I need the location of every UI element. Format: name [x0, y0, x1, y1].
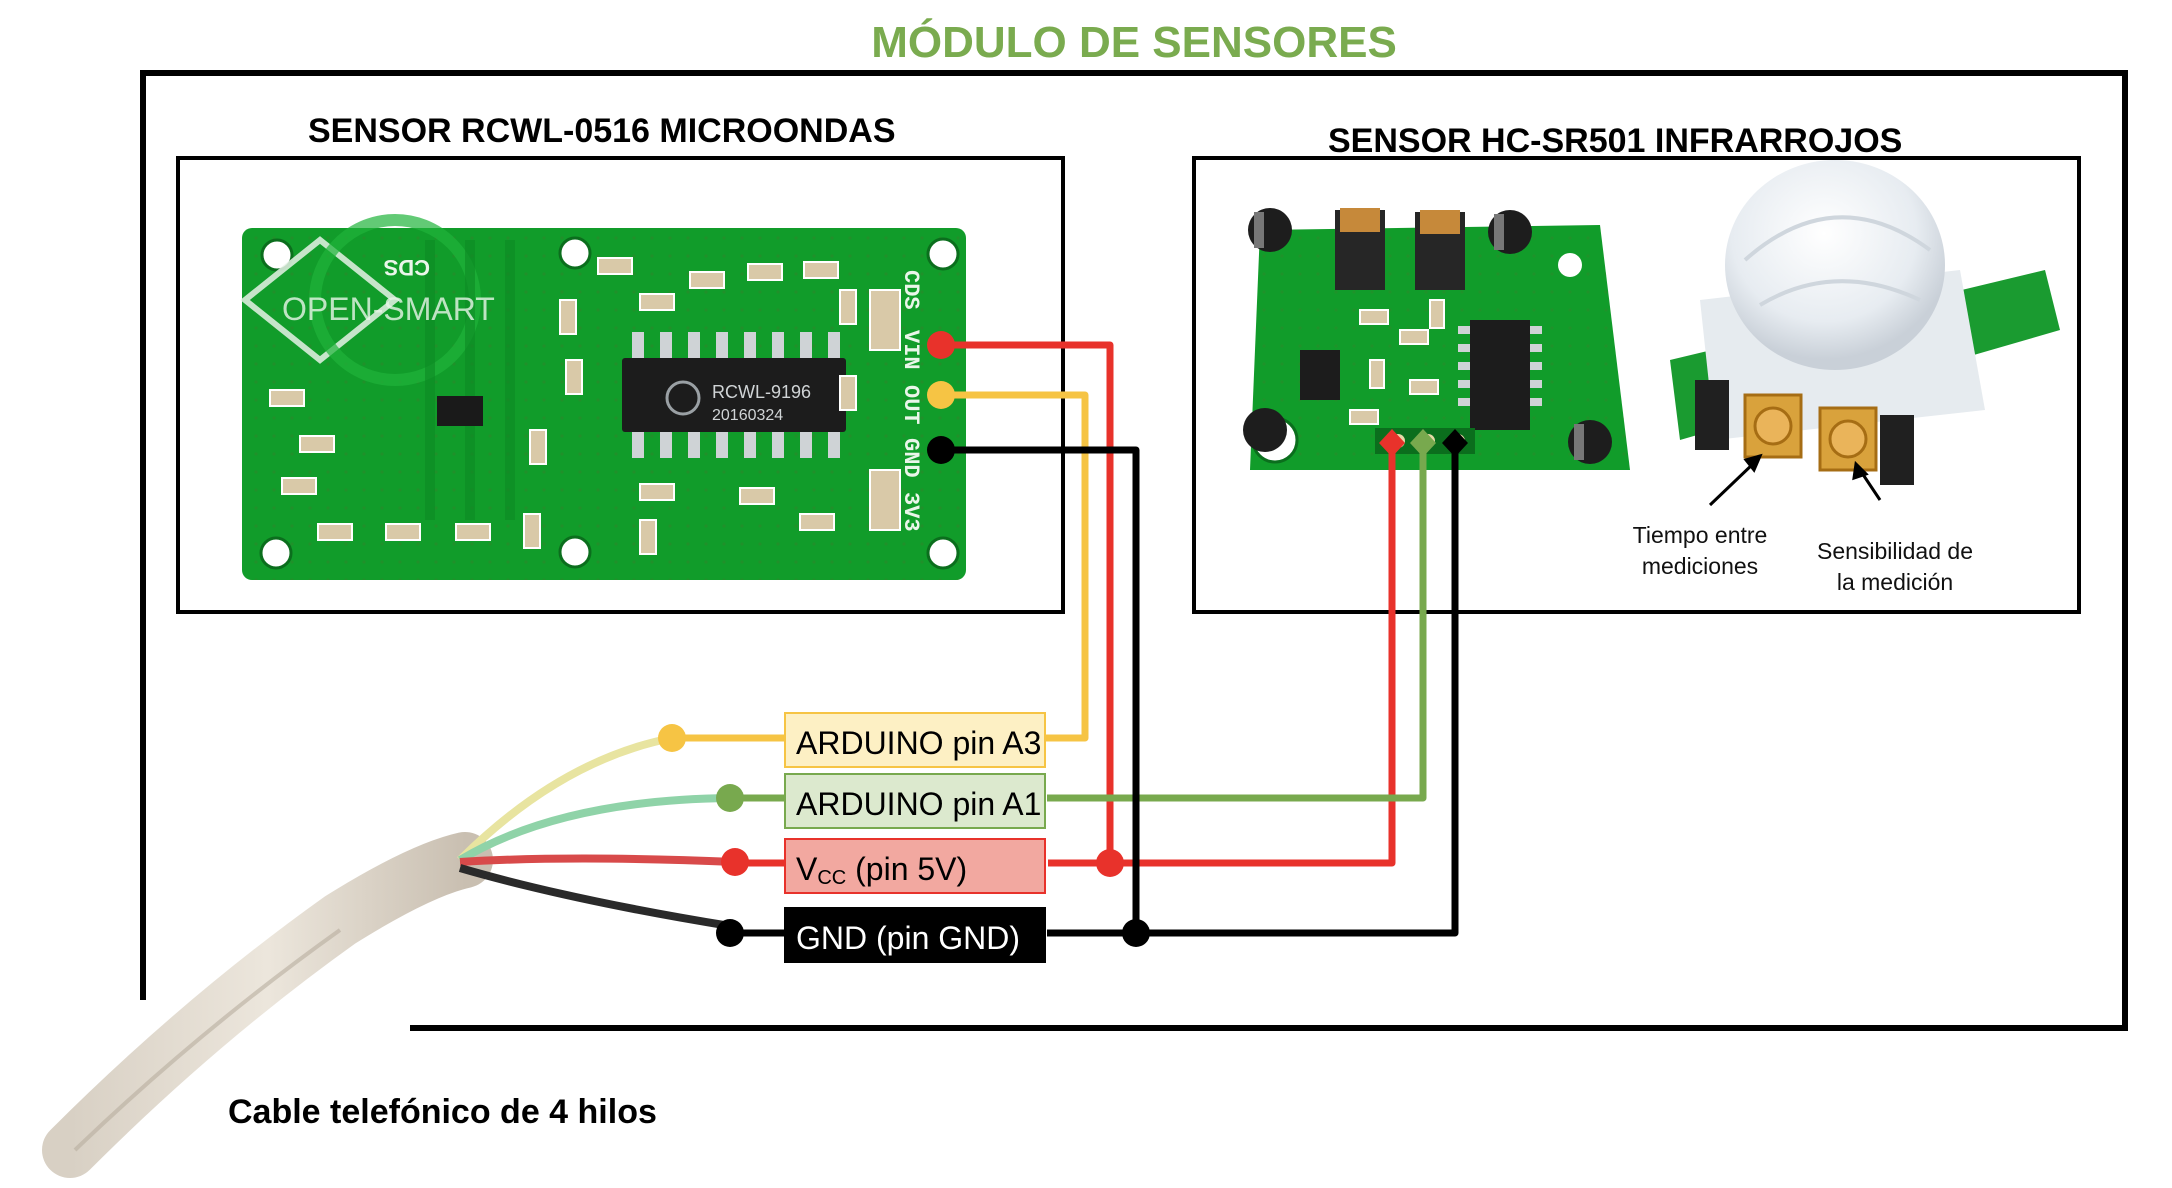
- label-vcc: VCC (pin 5V): [784, 838, 1046, 894]
- pin-label-gnd: GND: [898, 438, 923, 478]
- microwave-sensor-frame: [176, 156, 1065, 614]
- cable-dot-green: [716, 784, 744, 812]
- microwave-sensor-title: SENSOR RCWL-0516 MICROONDAS: [308, 112, 896, 150]
- hc-sr501-board-top: [1243, 208, 1630, 470]
- annotation-time: Tiempo entre mediciones: [1600, 520, 1800, 582]
- label-vcc-sub: CC: [817, 867, 847, 889]
- rcwl-0516-board: [240, 214, 966, 580]
- label-vcc-rest: (pin 5V): [846, 851, 968, 887]
- junction-vcc: [1096, 849, 1124, 877]
- cable-caption: Cable telefónico de 4 hilos: [228, 1093, 657, 1131]
- label-vcc-main: V: [796, 851, 818, 887]
- infrared-sensor-frame: [1192, 156, 2081, 614]
- pin-label-vin: VIN: [898, 330, 923, 370]
- cable-dot-yellow: [658, 724, 686, 752]
- wire-vcc: [941, 341, 1396, 867]
- pin-dot-vin: [927, 331, 955, 359]
- board-brand-text: OPEN-SMART: [282, 291, 495, 327]
- annotation-sens-line2: la medición: [1836, 569, 1954, 595]
- label-arduino-a1: ARDUINO pin A1: [784, 773, 1046, 829]
- pin-label-out: OUT: [898, 385, 923, 425]
- pin-diamond-out: [1410, 429, 1436, 457]
- board-cds-text: CDS: [384, 255, 430, 280]
- cable-dot-red: [721, 848, 749, 876]
- module-frame: [140, 70, 2128, 1031]
- infrared-sensor-title: SENSOR HC-SR501 INFRARROJOS: [1328, 122, 1903, 160]
- annotation-sens-line1: Sensibilidad de: [1816, 538, 1973, 564]
- wire-a3: [672, 391, 1089, 742]
- label-gnd: GND (pin GND): [784, 907, 1046, 963]
- annotation-arrows: [1708, 453, 1882, 507]
- pin-diamond-vcc: [1379, 429, 1405, 457]
- annotation-time-line2: mediciones: [1641, 553, 1759, 579]
- label-arduino-a3: ARDUINO pin A3: [784, 712, 1046, 768]
- pin-dot-out: [927, 381, 955, 409]
- hc-sr501-board-side: [1670, 160, 2060, 485]
- chip-date-text: 20160324: [712, 407, 783, 424]
- chip-label-text: RCWL-9196: [712, 382, 811, 402]
- annotation-sensitivity: Sensibilidad de la medición: [1790, 536, 2000, 598]
- pin-dot-gnd: [927, 436, 955, 464]
- pin-label-3v3: 3V3: [898, 492, 923, 532]
- diagram-title: MÓDULO DE SENSORES: [871, 18, 1397, 67]
- phone-cable: [42, 734, 736, 1178]
- annotation-time-line1: Tiempo entre: [1632, 522, 1768, 548]
- junction-gnd: [1122, 919, 1150, 947]
- pin-label-cds: CDS: [898, 270, 923, 310]
- pin-diamond-gnd: [1442, 429, 1468, 457]
- cable-dot-black: [716, 919, 744, 947]
